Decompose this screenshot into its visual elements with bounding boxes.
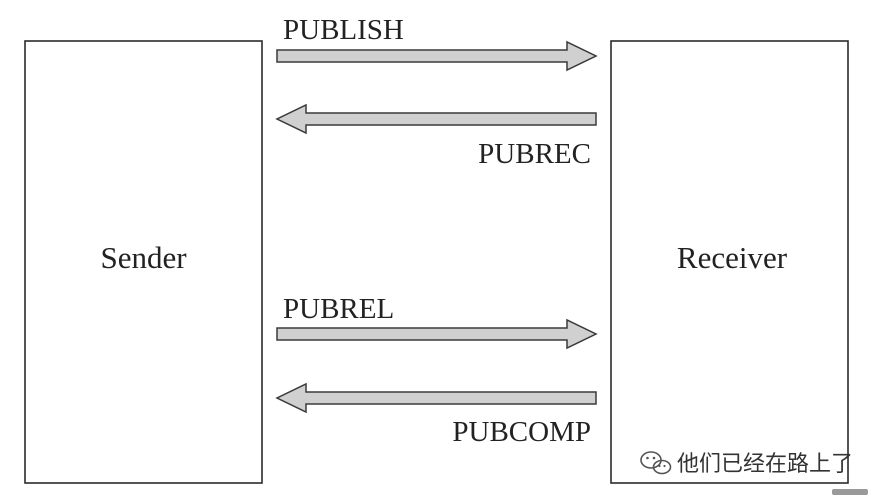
- watermark-sub-mark: [832, 489, 868, 495]
- message-label-publish: PUBLISH: [283, 14, 404, 46]
- receiver-box: Receiver: [610, 40, 849, 484]
- message-label-pubrec: PUBREC: [478, 138, 591, 170]
- message-pubrel: PUBREL: [276, 293, 598, 350]
- arrow-right-publish: [276, 40, 598, 72]
- arrow-left-pubrec: [275, 103, 597, 135]
- sender-box: Sender: [24, 40, 263, 484]
- message-pubrec: PUBREC: [275, 103, 597, 170]
- message-label-pubrel: PUBREL: [283, 293, 394, 325]
- message-label-pubcomp: PUBCOMP: [452, 416, 591, 448]
- wechat-icon: [640, 451, 672, 475]
- sender-label: Sender: [100, 240, 187, 275]
- arrow-right-pubrel: [276, 318, 598, 350]
- watermark-text: 他们已经在路上了: [677, 452, 853, 477]
- message-publish: PUBLISH: [276, 14, 598, 72]
- arrow-left-pubcomp: [275, 382, 597, 414]
- message-pubcomp: PUBCOMP: [275, 382, 597, 448]
- receiver-label: Receiver: [677, 240, 788, 275]
- watermark: 他们已经在路上了: [640, 451, 868, 495]
